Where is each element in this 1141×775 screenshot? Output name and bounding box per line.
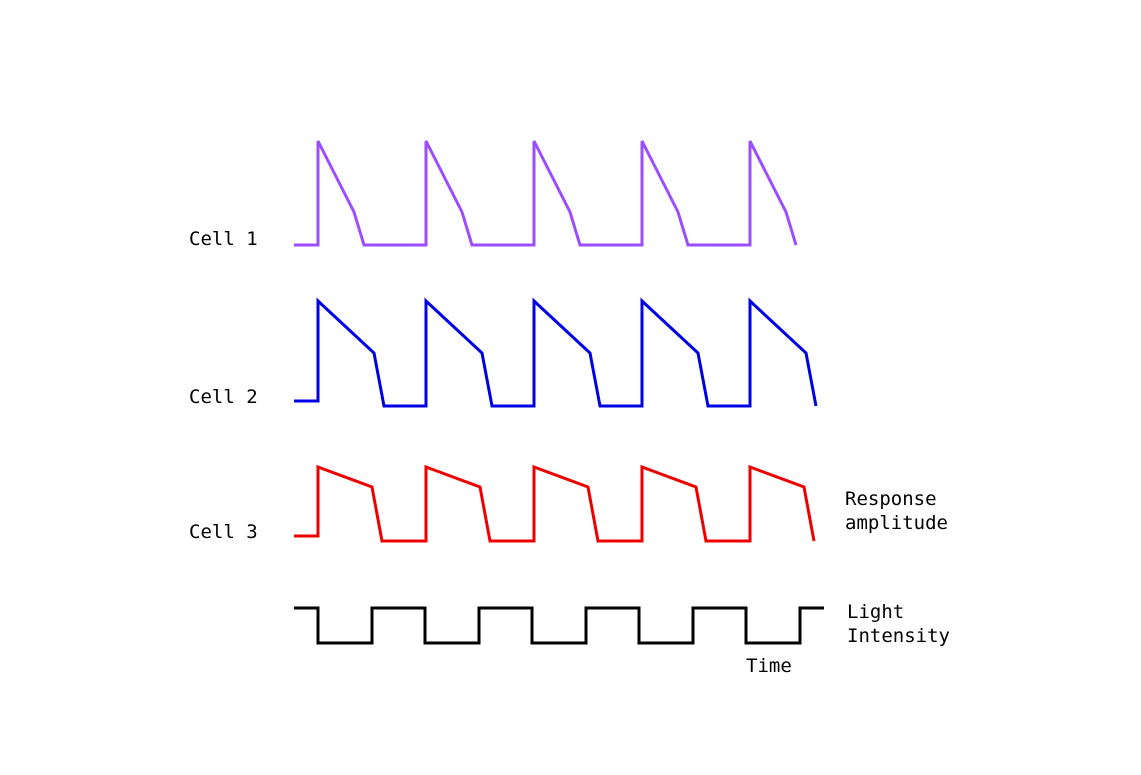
response-amplitude-label-line2: amplitude: [845, 512, 948, 534]
cell-2-response-trace: [294, 297, 818, 408]
light-intensity-label-line1: Light: [847, 601, 904, 623]
cell-1-label: Cell 1: [189, 228, 258, 250]
light-intensity-trace: [294, 606, 824, 645]
cell-3-label: Cell 3: [189, 521, 258, 543]
time-axis-label: Time: [746, 655, 792, 677]
cell-2-label: Cell 2: [189, 386, 258, 408]
light-intensity-label-line2: Intensity: [847, 625, 950, 647]
response-amplitude-label-line1: Response: [845, 488, 937, 510]
cell-1-response-trace: [294, 140, 798, 247]
cell-3-response-trace: [294, 464, 816, 543]
